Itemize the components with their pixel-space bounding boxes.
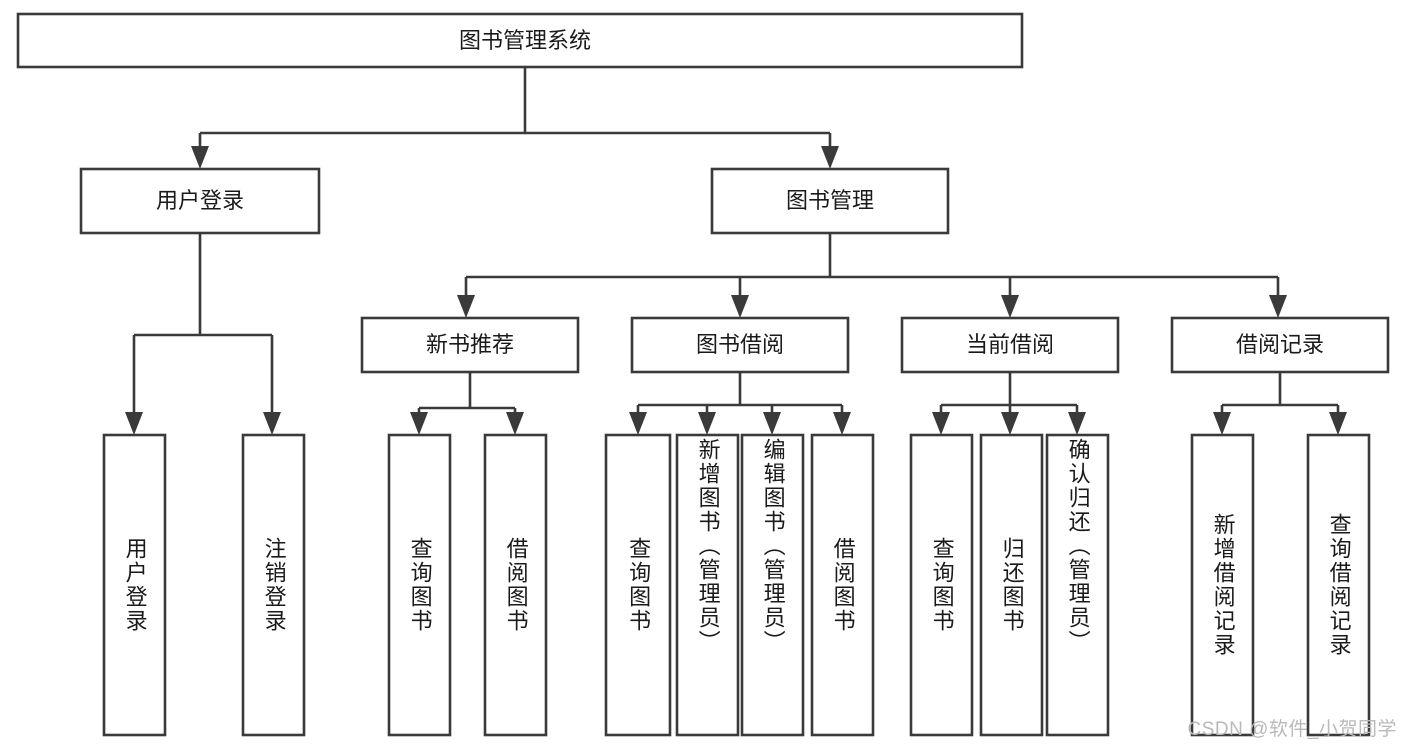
node-borrow-record-box[interactable] [1170,316,1390,374]
node-new-book-recommend-label: 新书推荐 [426,332,514,357]
node-root[interactable]: 图书管理系统 [16,12,1024,69]
leaf-boxes-book-borrow [604,433,875,737]
node-book-borrow[interactable]: 图书借阅 [630,316,850,374]
leaf-box-logout[interactable] [241,433,306,737]
leaf-box-bb-query-book[interactable] [604,433,672,737]
arrow-head-new-book-recommend [457,295,475,318]
leaf-box-cb-confirm-return[interactable] [1045,433,1110,737]
arrow-head-leaf-nb-borrow [506,412,524,435]
node-borrow-record[interactable]: 借阅记录 [1170,316,1390,374]
arrow-head-leaf-bb-edit [763,412,781,435]
arrow-head-user-login [191,146,209,169]
arrow-head-leaf-bb-borrow [833,412,851,435]
leaf-box-nb-query-book[interactable] [387,433,452,737]
arrow-head-current-borrow [1001,295,1019,318]
leaf-box-bb-borrow-book[interactable] [810,433,875,737]
arrow-head-leaf-nb-query [410,412,428,435]
arrow-head-leaf-br-query [1329,412,1347,435]
node-user-login-box[interactable] [79,167,321,235]
node-user-login-label: 用户登录 [156,188,244,213]
connector-group-user-login-to-leaves [125,233,281,435]
node-current-borrow-label: 当前借阅 [966,332,1054,357]
connector-group-book-manage-to-level3 [457,233,1287,318]
node-book-manage[interactable]: 图书管理 [710,167,950,235]
arrow-head-book-manage [821,146,839,169]
leaf-boxes-borrow-record [1190,433,1371,737]
node-book-manage-box[interactable] [710,167,950,235]
node-borrow-record-label: 借阅记录 [1236,332,1324,357]
connector-group-root-to-level2 [191,67,839,169]
leaf-boxes-user-login [102,433,306,737]
arrow-head-book-borrow [731,295,749,318]
node-new-book-recommend[interactable]: 新书推荐 [360,316,580,374]
arrow-head-leaf-bb-add [698,412,716,435]
connector-group-new-book-to-leaves [410,372,524,435]
arrow-head-leaf-cb-confirm [1068,412,1086,435]
node-new-book-recommend-box[interactable] [360,316,580,374]
leaf-box-br-add-record[interactable] [1190,433,1255,737]
node-root-label: 图书管理系统 [459,28,591,53]
arrow-head-leaf-user-login [125,412,143,435]
node-book-manage-label: 图书管理 [786,188,874,213]
leaf-box-bb-edit-book[interactable] [740,433,805,737]
node-current-borrow-box[interactable] [900,316,1120,374]
arrow-head-borrow-record [1269,295,1287,318]
node-root-box[interactable] [16,12,1024,69]
connector-group-current-borrow-to-leaves [932,372,1086,435]
leaf-box-cb-query-book[interactable] [909,433,974,737]
leaf-box-br-query-record[interactable] [1306,433,1371,737]
arrow-head-leaf-logout [263,412,281,435]
leaf-boxes-new-book-recommend [387,433,548,737]
leaf-boxes-current-borrow [909,433,1110,737]
connector-group-book-borrow-to-leaves [629,372,851,435]
arrow-head-leaf-bb-query [629,412,647,435]
arrow-head-leaf-cb-query [932,412,950,435]
leaf-box-bb-add-book[interactable] [675,433,740,737]
leaf-box-nb-borrow-book[interactable] [483,433,548,737]
arrow-head-leaf-cb-return [1001,412,1019,435]
node-current-borrow[interactable]: 当前借阅 [900,316,1120,374]
leaf-box-user-login[interactable] [102,433,167,737]
leaf-box-cb-return-book[interactable] [979,433,1044,737]
arrow-head-leaf-br-add [1213,412,1231,435]
connector-group-borrow-record-to-leaves [1213,372,1347,435]
node-user-login[interactable]: 用户登录 [79,167,321,235]
node-book-borrow-label: 图书借阅 [696,332,784,357]
node-book-borrow-box[interactable] [630,316,850,374]
watermark-text: CSDN @软件_小贺同学 [1187,719,1397,740]
